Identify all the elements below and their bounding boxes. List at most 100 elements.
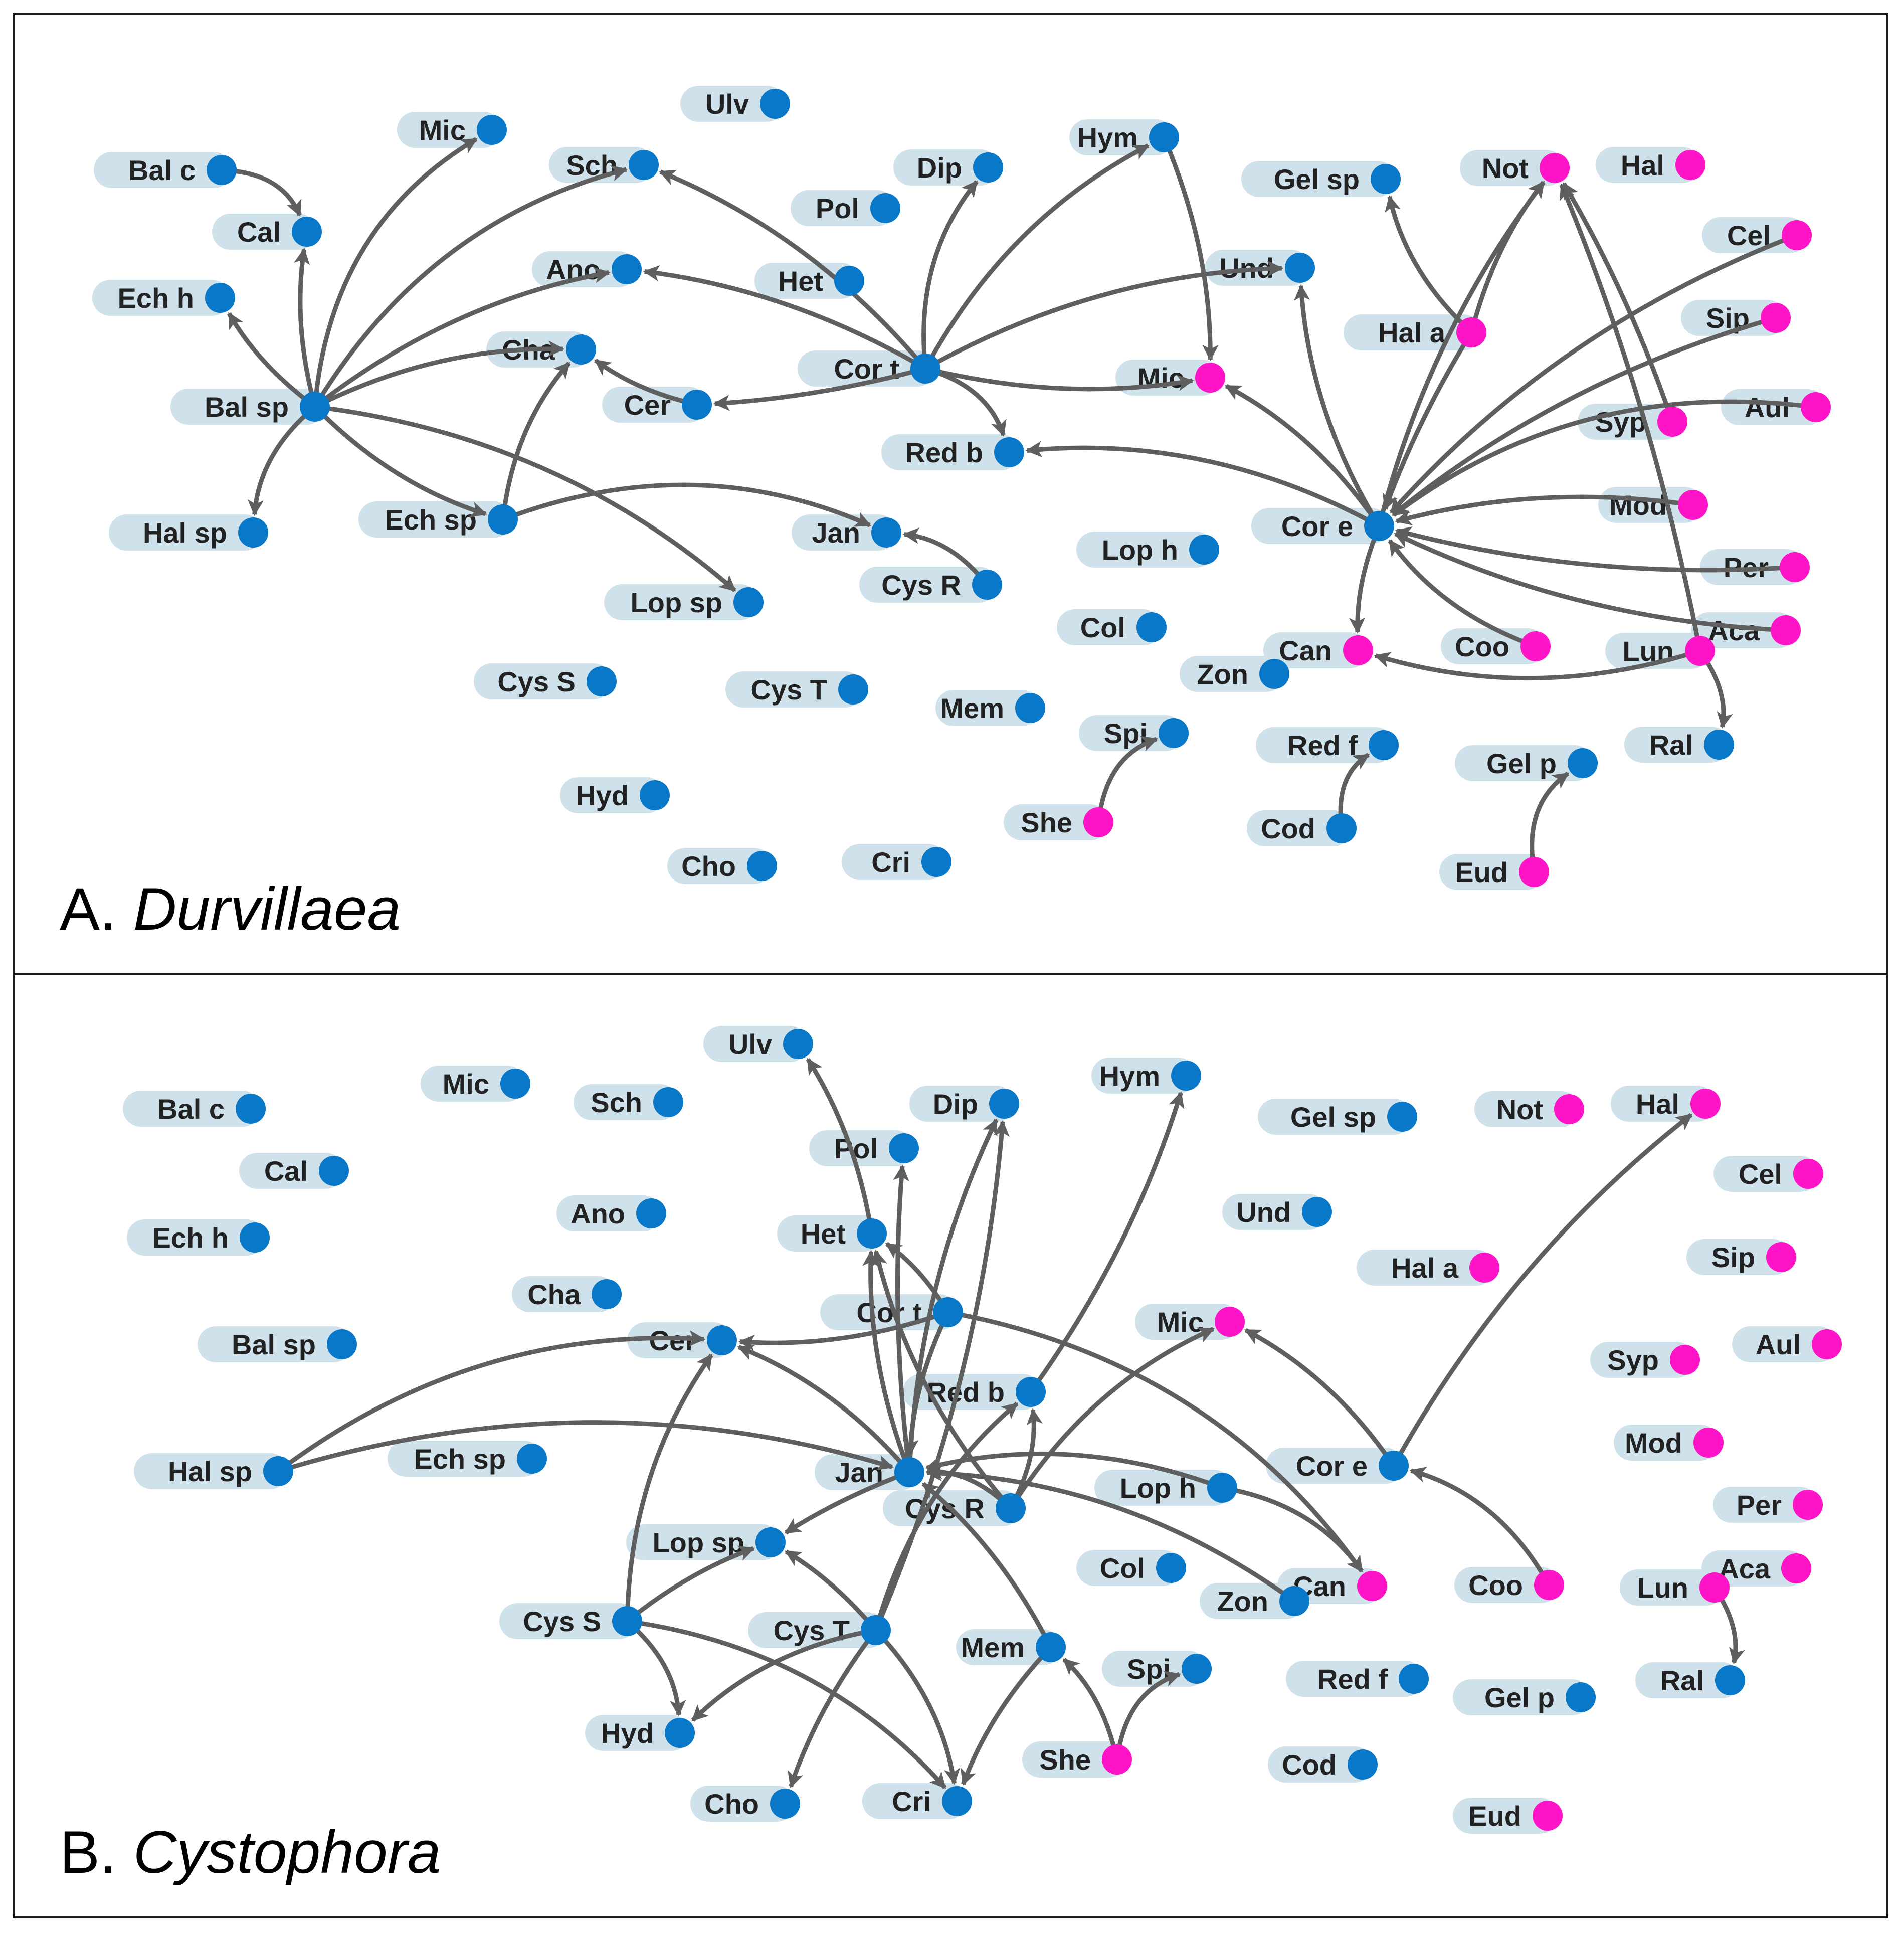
node-label: Zon [1217,1586,1268,1617]
node-label-pill [1614,1425,1719,1461]
edge-cor-t-to-red-b [933,369,1007,437]
edge-per-to-cor-e [1395,526,1786,573]
edge-cys-t-to-cho [788,1636,872,1788]
node-label-pill [777,1215,882,1252]
node-label: Ulv [728,1028,772,1060]
node-dot-blue [517,1444,547,1474]
node-gel-p: Gel p [1455,745,1593,781]
node-label-pill [1247,810,1352,846]
node-label: Mod [1625,1427,1682,1459]
edge-hal-sp-to-jan [286,1420,894,1471]
node-syp: Syp [1578,404,1682,440]
edge-sip-to-cor-e [1392,318,1768,516]
node-label: Mic [1157,1306,1204,1338]
node-lop-h: Lop h [1076,532,1214,568]
node-dot-blue [240,1222,270,1253]
node-label-pill [725,671,863,708]
node-dot-blue [973,152,1003,183]
edge-zon-to-jan [925,1465,1288,1598]
node-label: Eud [1468,1800,1521,1832]
node-cal: Cal [212,214,317,250]
edge-cor-t-to-hym [927,143,1150,362]
edge-het-to-ulv [806,1058,873,1225]
node-dot-pink [1761,303,1791,333]
node-label-pill [1091,1058,1196,1094]
node-label: Aca [1708,615,1760,646]
panel-title: B. Cystophora [60,1818,441,1887]
node-dot-pink [1456,317,1486,347]
node-label-pill [1263,632,1368,668]
node-label-pill [421,1066,525,1102]
node-coo: Coo [1441,628,1546,664]
node-hyd: Hyd [560,777,665,813]
node-dot-blue [1259,659,1289,689]
edge-cys-s-to-lop-sp [633,1545,755,1618]
node-dot-blue [327,1329,357,1359]
edge-cor-e-to-mic2 [1244,1328,1391,1460]
node-label-pill [604,584,758,620]
edge-lun-to-not [1559,183,1700,643]
node-dot-blue [1364,511,1394,541]
node-dot-pink [1343,635,1373,665]
edge-hal-sp-to-cer [284,1330,706,1468]
edge-aca-to-cor-e [1394,532,1777,632]
edge-cor-e-to-can [1349,534,1378,634]
node-label: Hyd [601,1717,654,1749]
node-dot-blue [236,1094,266,1124]
node-dot-blue [300,392,330,422]
node-label: Red f [1317,1663,1388,1695]
node-dot-blue [1171,1061,1201,1091]
node-dot-blue [207,155,237,185]
node-dot-pink [1102,1744,1132,1775]
node-hal: Hal [1611,1086,1716,1122]
node-dot-blue [1285,253,1315,283]
node-label: Gel sp [1274,163,1360,195]
node-label-pill [1702,217,1807,253]
edge-hym-to-mic2 [1165,144,1219,362]
node-label-pill [134,1453,288,1489]
node-hal-sp: Hal sp [134,1453,288,1489]
node-col: Col [1076,1550,1181,1586]
node-label: Cod [1261,813,1315,844]
node-label-pill [585,1715,690,1751]
node-red-f: Red f [1286,1661,1424,1697]
node-label: Hal [1636,1088,1679,1120]
edge-coo-to-cor-e [1409,1467,1547,1578]
node-label-pill [1357,1250,1494,1286]
node-label-pill [893,149,998,186]
node-dot-pink [1357,1571,1387,1601]
node-label: Col [1080,612,1125,643]
edge-bal-sp-to-ech-sp [319,411,487,517]
node-dot-blue [770,1789,800,1819]
node-aul: Aul [1721,389,1826,425]
edge-cor-t-to-ano [643,265,919,366]
node-dot-blue [1149,122,1179,152]
node-label: She [1039,1744,1091,1776]
node-label-pill [1732,1326,1837,1362]
node-label: Mem [940,692,1004,724]
node-label-pill [1460,150,1565,186]
edge-cys-r-to-jan [902,527,983,580]
node-ech-sp: Ech sp [388,1441,542,1477]
edge-cys-s-to-cer [625,1353,713,1613]
node-label-pill [1474,1091,1579,1127]
node-ano: Ano [556,1195,661,1231]
node-label: Hym [1099,1060,1160,1092]
node-dot-blue [1387,1102,1417,1132]
node-label-pill [1076,1550,1181,1586]
node-cod: Cod [1247,810,1352,846]
edge-syp-to-not [1562,182,1672,414]
node-red-b: Red b [881,434,1019,470]
node-label-pill [1286,1661,1424,1697]
node-dot-blue [989,1089,1019,1119]
node-label: Cys S [497,666,576,697]
node-cal: Cal [239,1153,344,1189]
node-dot-pink [1793,1490,1823,1520]
node-label-pill [1454,1567,1559,1603]
node-dot-blue [996,1493,1026,1523]
panel-species: Durvillaea [133,875,401,943]
node-mod: Mod [1614,1425,1719,1461]
node-label-pill [1180,656,1284,692]
node-label: Gel p [1486,748,1557,779]
